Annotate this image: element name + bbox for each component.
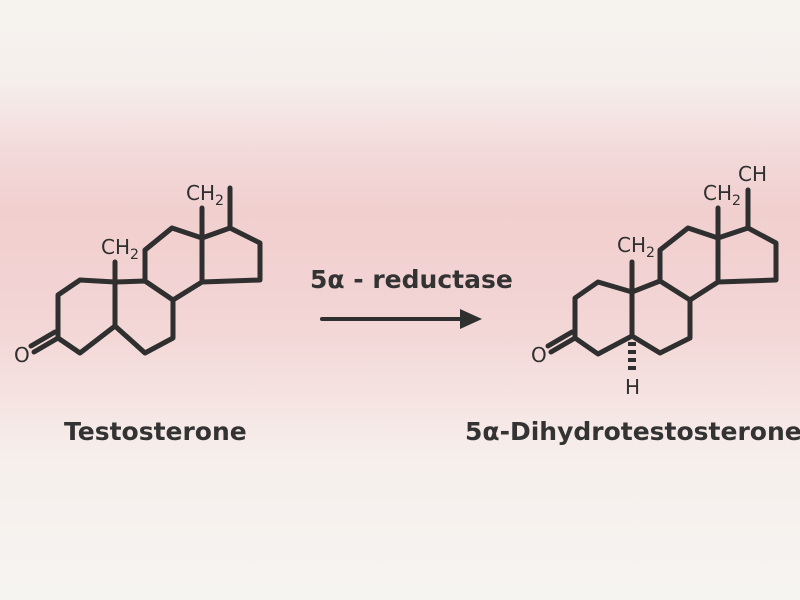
reaction-arrow [320,309,482,329]
carbonyl-bond-1 [548,335,578,355]
alpha-hydrogen-hashed-bond [628,342,636,370]
ring-c [657,225,721,303]
ring-b [112,278,176,356]
enzyme-label: 5α - reductase [310,265,513,294]
oxygen-label: O [14,343,30,367]
carbonyl-bond-2 [28,329,58,349]
ring-a [55,277,118,356]
ch2-label-c18: CH2 [186,181,224,209]
carbonyl-bond-1 [31,335,61,355]
ring-b [629,278,693,356]
ring-c [142,225,205,303]
ring-a [572,279,635,357]
dihydrotestosterone-structure: CH2 CH2 CH O H [531,162,779,399]
oxygen-label: O [531,343,547,367]
ch2-label-c18: CH2 [703,181,741,209]
ch2-label-c19: CH2 [101,235,139,263]
ring-d [199,225,263,285]
product-name: 5α-Dihydrotestosterone [465,417,800,446]
reactant-name: Testosterone [64,417,247,446]
ring-d [715,225,779,285]
testosterone-structure: CH2 CH2 O [14,181,263,367]
ch-label-top: CH [738,162,767,186]
carbonyl-bond-2 [545,329,575,349]
hydrogen-label: H [625,375,640,399]
ch2-label-c19: CH2 [617,233,655,261]
